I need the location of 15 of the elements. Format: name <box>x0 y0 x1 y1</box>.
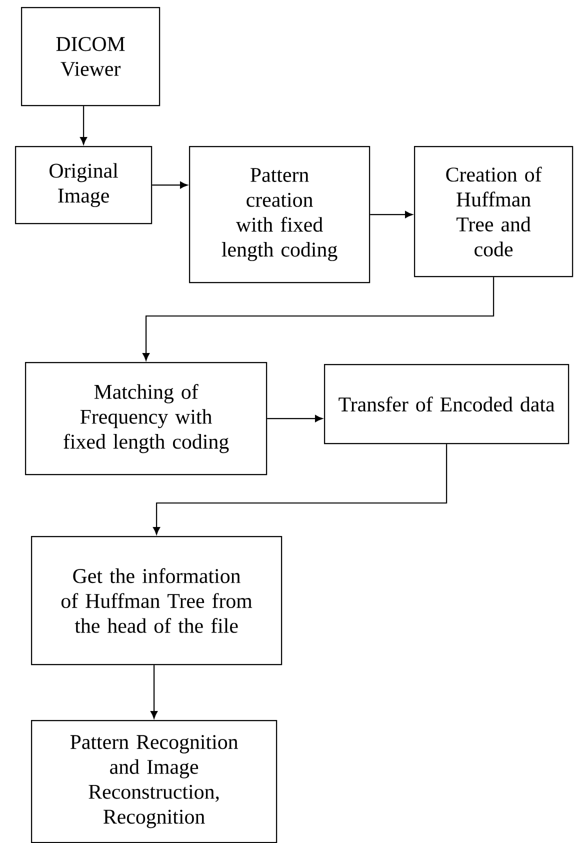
process-box: Pattern creation with fixed length coding <box>189 146 370 284</box>
process-box: Pattern Recognition and Image Reconstruction, Recognition <box>31 720 278 843</box>
arrow <box>153 444 448 535</box>
arrow <box>150 665 158 719</box>
process-box: Get the information of Huffman Tree from the head of the file <box>31 536 282 666</box>
process-box: Matching of Frequency with fixed length coding <box>25 362 268 476</box>
arrow <box>267 415 323 422</box>
arrow <box>370 211 413 218</box>
process-box: Transfer of Encoded data <box>324 364 570 444</box>
process-box: Original Image <box>15 146 152 224</box>
process-box: DICOM Viewer <box>21 7 160 106</box>
arrow <box>142 277 494 361</box>
arrow <box>152 182 188 189</box>
arrow <box>80 106 88 145</box>
process-box: Creation of Huffman Tree and code <box>414 146 574 278</box>
